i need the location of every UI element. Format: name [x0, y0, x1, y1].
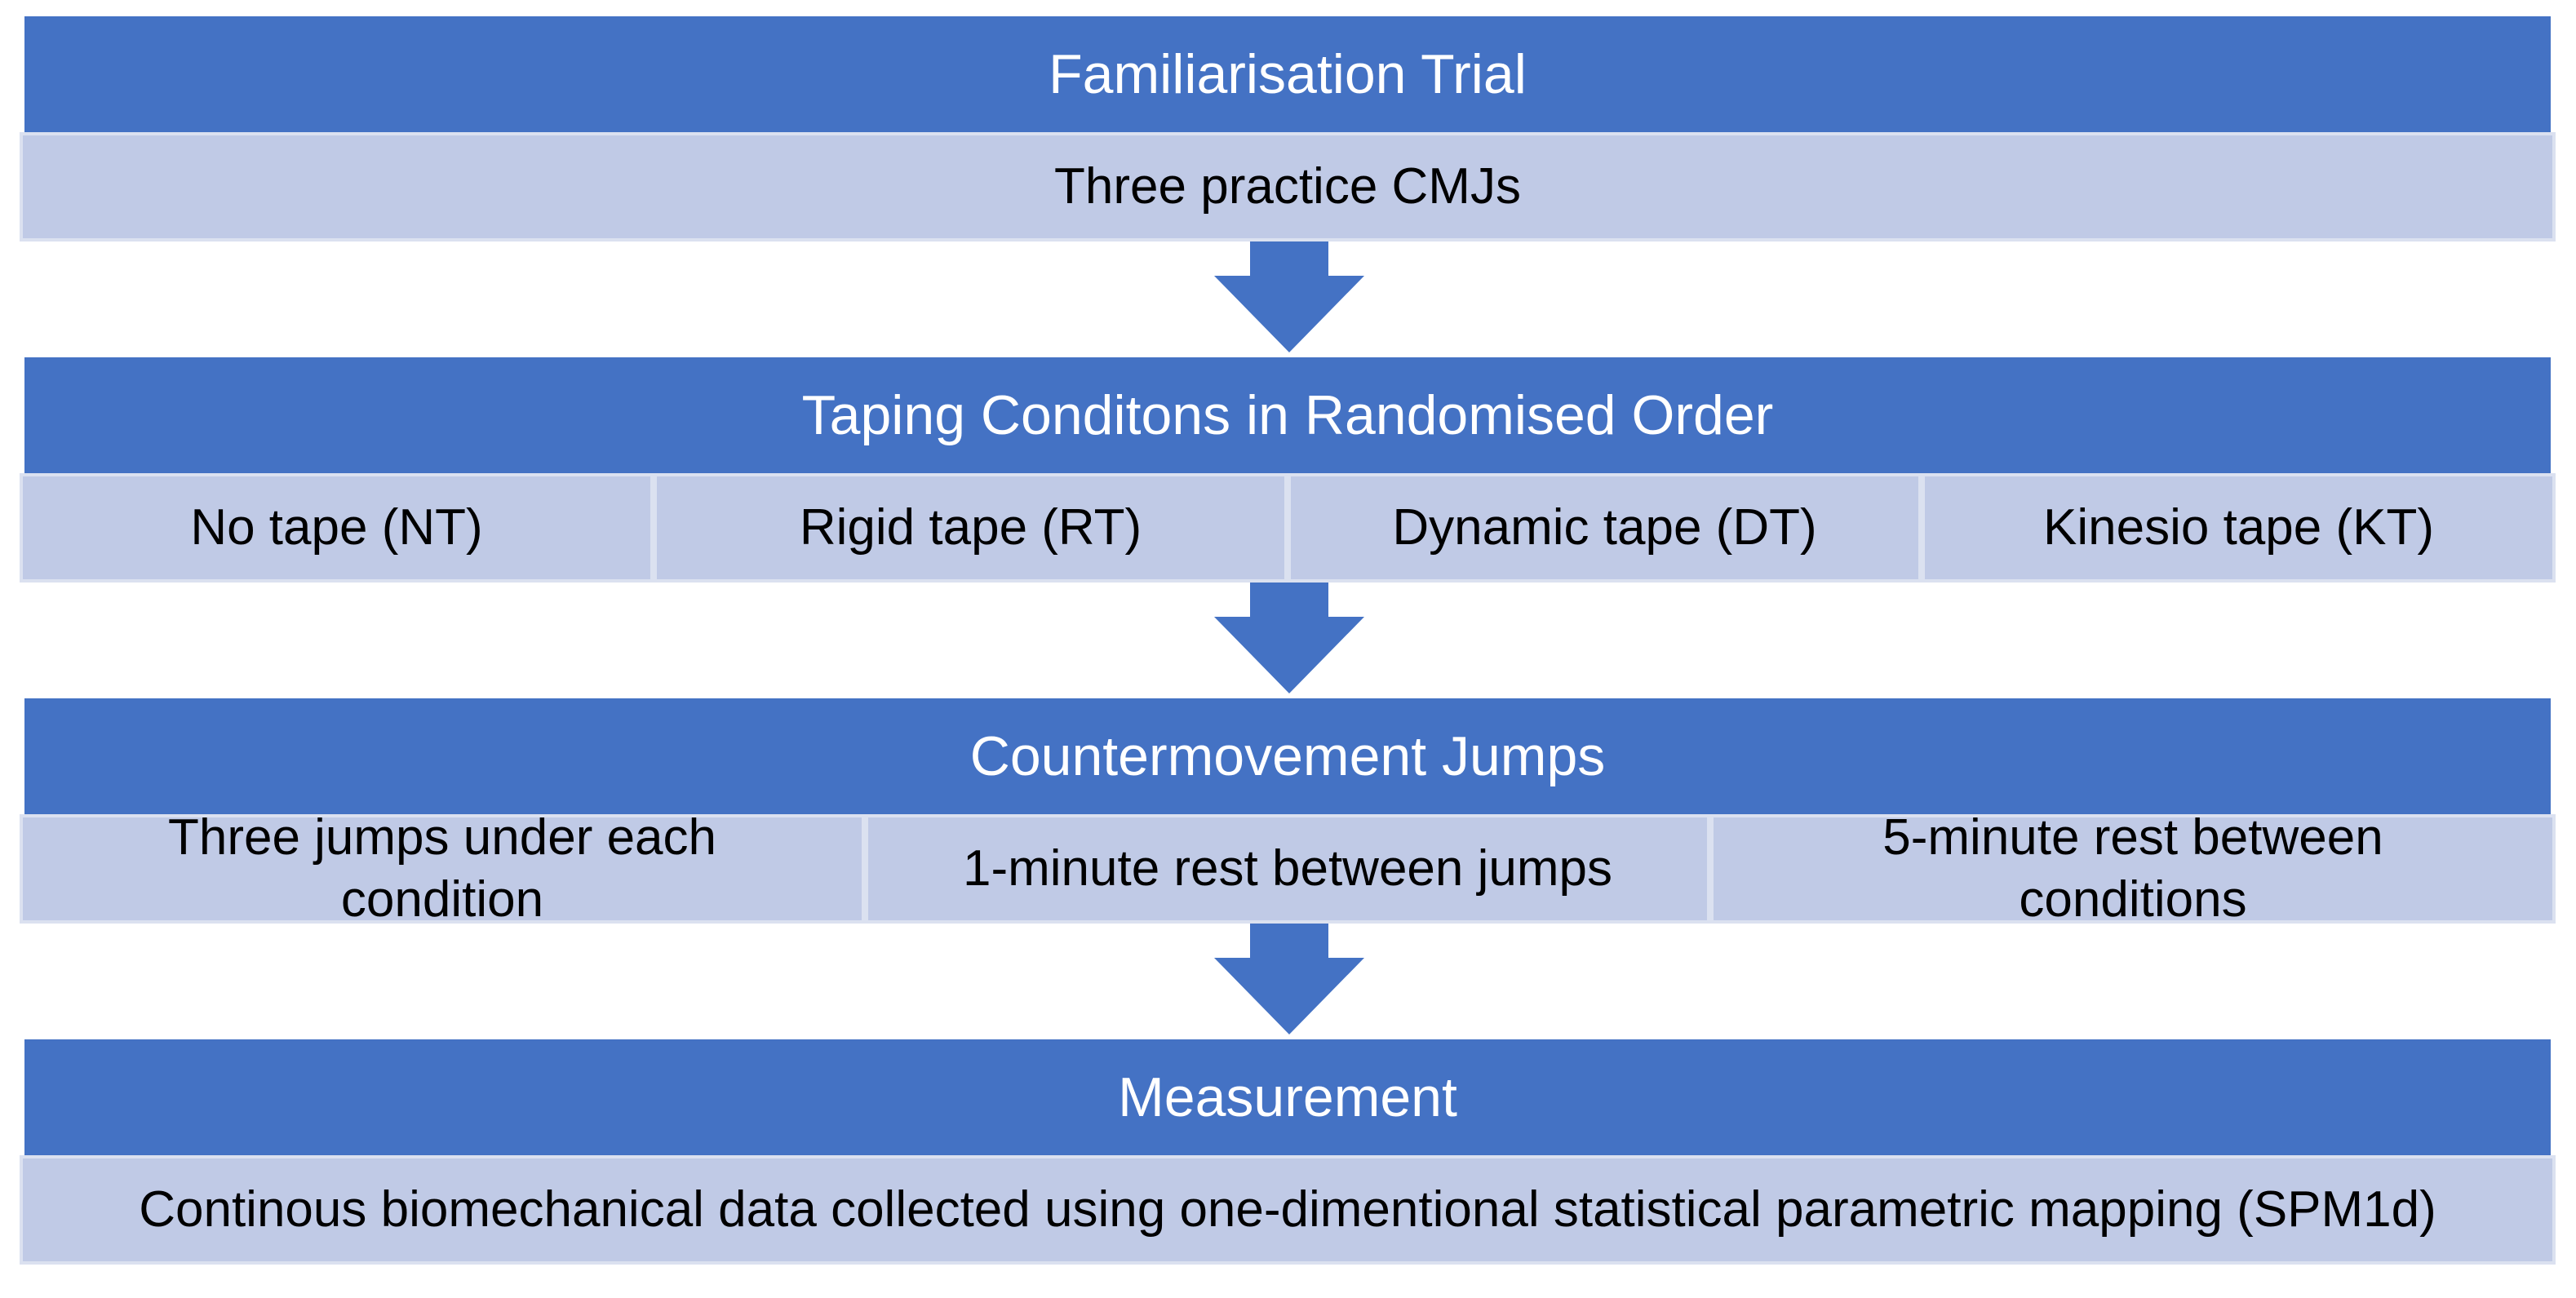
step-4-cell: Continous biomechanical data collected u…: [20, 1155, 2556, 1265]
arrow-down-icon: [1214, 924, 1364, 1034]
step-2-title: Taping Conditons in Randomised Order: [801, 384, 1774, 446]
step-3-header: Countermovement Jumps: [24, 698, 2551, 814]
step-2-row: No tape (NT) Rigid tape (RT) Dynamic tap…: [20, 473, 2556, 583]
step-1-title: Familiarisation Trial: [1049, 43, 1527, 105]
step-3-cell-rest-conditions: 5-minute rest between conditions: [1710, 809, 2556, 928]
step-3-row: Three jumps under each condition 1-minut…: [20, 809, 2556, 928]
step-2-cell-rt: Rigid tape (RT): [654, 473, 1288, 583]
step-2-cell-nt: No tape (NT): [20, 473, 654, 583]
step-2-cell-kt: Kinesio tape (KT): [1922, 473, 2556, 583]
step-4-title: Measurement: [1118, 1066, 1457, 1128]
step-4-row: Continous biomechanical data collected u…: [20, 1155, 2556, 1265]
step-3-title: Countermovement Jumps: [969, 725, 1606, 787]
step-1-header: Familiarisation Trial: [24, 16, 2551, 132]
step-3-cell-jumps: Three jumps under each condition: [20, 809, 865, 928]
step-3-cell-rest-jumps: 1-minute rest between jumps: [865, 814, 1710, 924]
arrow-down-icon: [1214, 241, 1364, 352]
step-1-row: Three practice CMJs: [20, 132, 2556, 241]
step-2-cell-dt: Dynamic tape (DT): [1288, 473, 1922, 583]
arrow-down-icon: [1214, 583, 1364, 693]
step-1-cell: Three practice CMJs: [20, 132, 2556, 241]
step-2-header: Taping Conditons in Randomised Order: [24, 357, 2551, 473]
step-4-header: Measurement: [24, 1039, 2551, 1155]
